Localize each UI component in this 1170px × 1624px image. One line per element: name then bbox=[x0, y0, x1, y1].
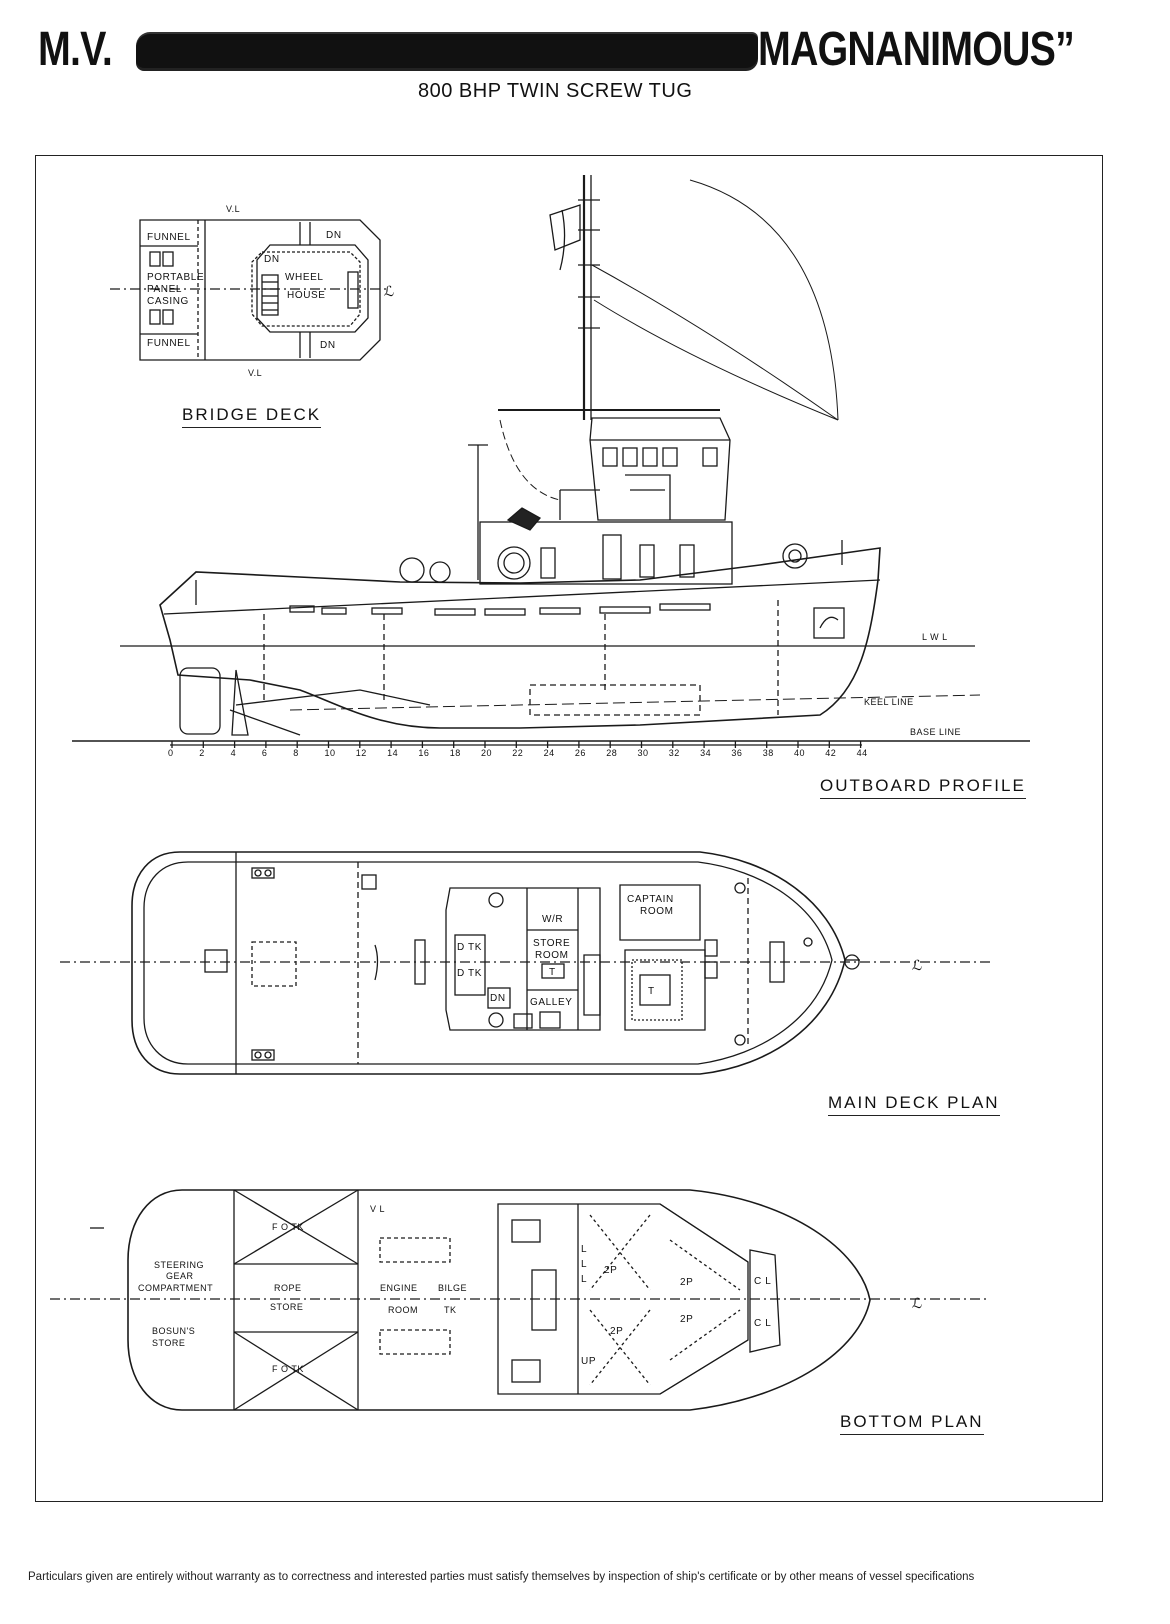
frame-number-label: 44 bbox=[857, 748, 868, 758]
dn-top-label: DN bbox=[326, 230, 342, 241]
cl-bottom-label: C L bbox=[754, 1318, 771, 1329]
frame-number-label: 8 bbox=[293, 748, 299, 758]
bridge-vl-bottom: V.L bbox=[248, 368, 262, 378]
frame-number-label: 26 bbox=[575, 748, 586, 758]
dtk-2-label: D TK bbox=[457, 968, 482, 979]
vessel-title-prefix: M.V. bbox=[38, 23, 113, 76]
vessel-title-name: MAGNANIMOUS” bbox=[758, 23, 1075, 76]
portable-label: PORTABLE bbox=[147, 272, 204, 283]
casing-label: CASING bbox=[147, 296, 189, 307]
tk-label: TK bbox=[444, 1305, 457, 1315]
2p-b-label: 2P bbox=[680, 1277, 693, 1288]
vessel-subtitle: 800 BHP TWIN SCREW TUG bbox=[418, 80, 693, 102]
captain-room-label: ROOM bbox=[640, 906, 674, 917]
l2-label: L bbox=[581, 1259, 587, 1270]
fotk-bottom-label: F O TK bbox=[272, 1364, 304, 1374]
svg-text:ℒ: ℒ bbox=[912, 1295, 922, 1311]
rope-label: ROPE bbox=[274, 1283, 302, 1293]
bilge-label: BILGE bbox=[438, 1283, 467, 1293]
drawing-frame bbox=[35, 155, 1103, 1502]
bottom-plan-drawing: STEERING GEAR COMPARTMENT BOSUN'S STORE … bbox=[50, 1189, 990, 1411]
frame-number-label: 2 bbox=[199, 748, 205, 758]
wheel-label: WHEEL bbox=[285, 272, 324, 283]
redaction-mark bbox=[136, 34, 758, 68]
compartment-label: COMPARTMENT bbox=[138, 1283, 213, 1293]
funnel-top-label: FUNNEL bbox=[147, 232, 191, 243]
bosuns-label: BOSUN'S bbox=[152, 1326, 195, 1336]
main-deck-drawing: CAPTAIN ROOM W/R STORE ROOM D TK D TK T … bbox=[60, 851, 990, 1075]
store-room-label: ROOM bbox=[535, 950, 569, 961]
outboard-profile-drawing: L W L KEEL LINE BASE LINE 02468101214161… bbox=[72, 175, 1030, 758]
main-deck-plan-title: MAIN DECK PLAN bbox=[828, 1093, 1000, 1116]
frame-number-label: 28 bbox=[606, 748, 617, 758]
frame-number-label: 34 bbox=[700, 748, 711, 758]
store-label: STORE bbox=[533, 938, 570, 949]
frame-number-label: 36 bbox=[731, 748, 742, 758]
frame-number-label: 18 bbox=[450, 748, 461, 758]
frame-number-label: 10 bbox=[325, 748, 336, 758]
frame-number-label: 16 bbox=[418, 748, 429, 758]
frame-number-label: 4 bbox=[231, 748, 237, 758]
vl-label: V L bbox=[370, 1204, 385, 1214]
disclaimer-footnote: Particulars given are entirely without w… bbox=[28, 1571, 975, 1583]
svg-text:ℒ: ℒ bbox=[912, 957, 922, 973]
frame-number-label: 12 bbox=[356, 748, 367, 758]
2p-c-label: 2P bbox=[610, 1326, 623, 1337]
cl-top-label: C L bbox=[754, 1276, 771, 1287]
bottom-plan-title: BOTTOM PLAN bbox=[840, 1412, 984, 1435]
dn-label: DN bbox=[490, 993, 506, 1004]
frame-number-label: 38 bbox=[763, 748, 774, 758]
lwl-label: L W L bbox=[922, 632, 948, 642]
frame-number-label: 24 bbox=[544, 748, 555, 758]
svg-text:ℒ: ℒ bbox=[384, 283, 394, 299]
keel-line-label: KEEL LINE bbox=[864, 697, 914, 707]
dtk-1-label: D TK bbox=[457, 942, 482, 953]
frame-number-label: 22 bbox=[512, 748, 523, 758]
engine-label: ENGINE bbox=[380, 1283, 418, 1293]
dn-inner-label: DN bbox=[264, 254, 280, 265]
bosuns-store-label: STORE bbox=[152, 1338, 185, 1348]
steering-label: STEERING bbox=[154, 1260, 204, 1270]
2p-a-label: 2P bbox=[604, 1265, 617, 1276]
t-2-label: T bbox=[648, 986, 655, 997]
dn-bottom-label: DN bbox=[320, 340, 336, 351]
frame-number-label: 42 bbox=[825, 748, 836, 758]
bridge-deck-plan: V.L V.L FUNNEL PORTABLE PANEL CASING FUN… bbox=[110, 204, 394, 378]
fotk-top-label: F O TK bbox=[272, 1222, 304, 1232]
panel-label: PANEL bbox=[147, 284, 182, 295]
l3-label: L bbox=[581, 1274, 587, 1285]
frame-number-label: 14 bbox=[387, 748, 398, 758]
funnel-bottom-label: FUNNEL bbox=[147, 338, 191, 349]
up-label: UP bbox=[581, 1356, 596, 1367]
base-line-label: BASE LINE bbox=[910, 727, 961, 737]
t-1-label: T bbox=[549, 967, 556, 978]
bridge-deck-title: BRIDGE DECK bbox=[182, 405, 322, 428]
captain-label: CAPTAIN bbox=[627, 894, 674, 905]
frame-number-label: 40 bbox=[794, 748, 805, 758]
2p-d-label: 2P bbox=[680, 1314, 693, 1325]
frame-number-label: 32 bbox=[669, 748, 680, 758]
l1-label: L bbox=[581, 1244, 587, 1255]
rope-store-label: STORE bbox=[270, 1302, 303, 1312]
frame-number-label: 0 bbox=[168, 748, 174, 758]
frame-number-label: 30 bbox=[638, 748, 649, 758]
outboard-profile-title: OUTBOARD PROFILE bbox=[820, 776, 1026, 799]
gear-label: GEAR bbox=[166, 1271, 194, 1281]
house-label: HOUSE bbox=[287, 290, 326, 301]
engine-room-label: ROOM bbox=[388, 1305, 418, 1315]
frame-number-label: 6 bbox=[262, 748, 268, 758]
bridge-vl-top: V.L bbox=[226, 204, 240, 214]
galley-label: GALLEY bbox=[530, 997, 573, 1008]
frame-number-label: 20 bbox=[481, 748, 492, 758]
wr-label: W/R bbox=[542, 914, 563, 925]
